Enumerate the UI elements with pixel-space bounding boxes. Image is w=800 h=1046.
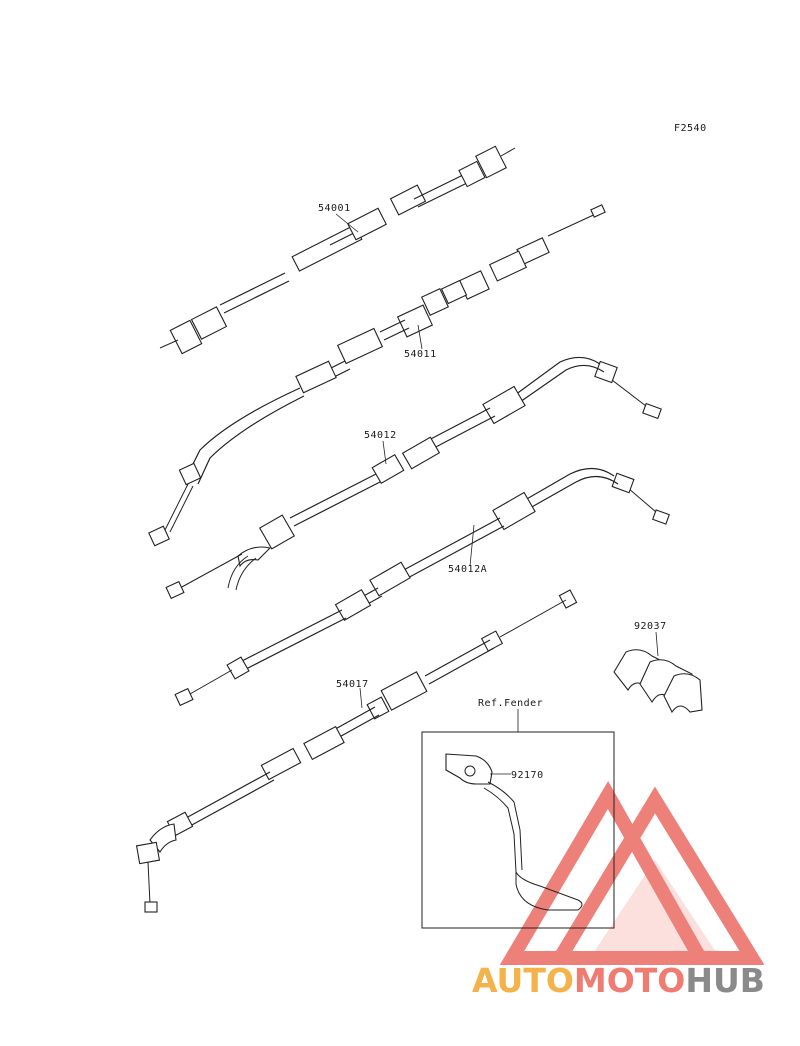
ref-fender-box <box>421 731 615 929</box>
watermark-hub: HUB <box>685 961 765 1000</box>
diagram-code: F2540 <box>674 123 707 134</box>
part-label-92037: 92037 <box>634 621 667 632</box>
part-label-54012: 54012 <box>364 430 397 441</box>
part-label-54001: 54001 <box>318 203 351 214</box>
watermark-moto: MOTO <box>574 961 685 1000</box>
ref-box-title: Ref.Fender <box>478 698 543 709</box>
throttle-cable-upper <box>148 204 606 547</box>
throttle-cable-decel <box>174 467 670 707</box>
clutch-cable <box>135 589 578 913</box>
speedometer-cable <box>159 145 516 355</box>
part-label-54011: 54011 <box>404 349 437 360</box>
watermark-auto: AUTO <box>472 961 574 1000</box>
part-label-54012A: 54012A <box>448 564 487 575</box>
part-label-92170: 92170 <box>511 770 544 781</box>
clamp <box>613 649 703 714</box>
bracket <box>445 753 583 911</box>
watermark-text: AUTOMOTOHUB <box>472 961 765 1000</box>
part-label-54017: 54017 <box>336 679 369 690</box>
watermark-logo-icon <box>499 780 765 965</box>
throttle-cable-accel <box>165 356 662 600</box>
